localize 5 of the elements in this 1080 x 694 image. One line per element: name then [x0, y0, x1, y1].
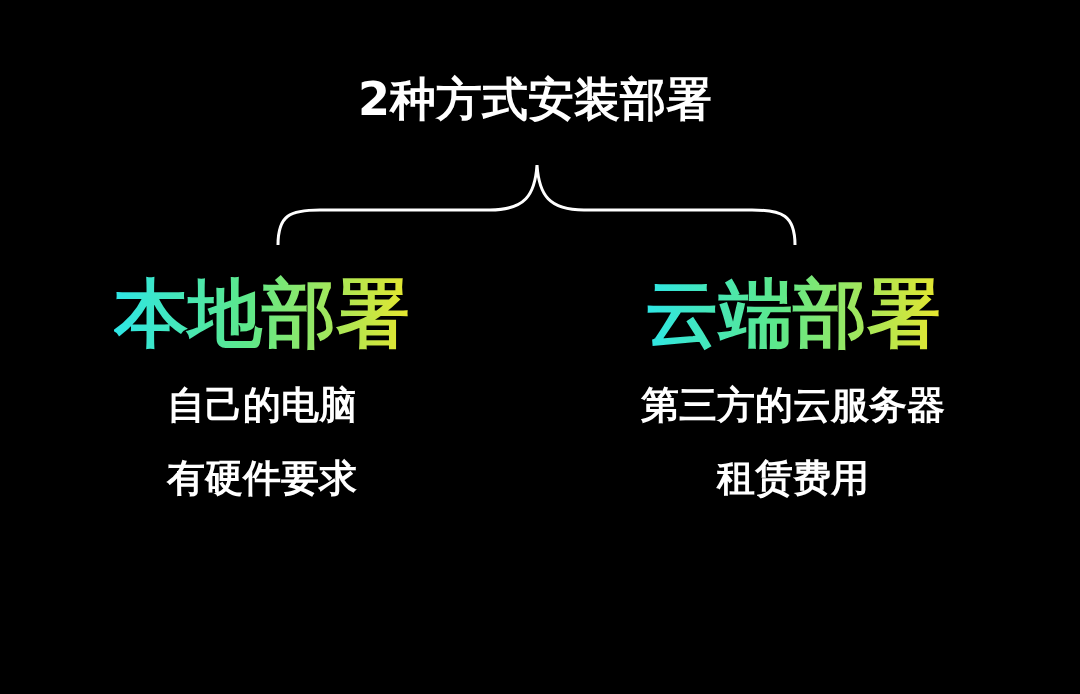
title: 2种方式安装部署	[358, 71, 712, 128]
text: 租赁费用	[717, 454, 869, 502]
text: 有硬件要求	[167, 454, 357, 502]
text: 第三方的云服务器	[641, 381, 945, 429]
text: 自己的电脑	[167, 381, 357, 429]
